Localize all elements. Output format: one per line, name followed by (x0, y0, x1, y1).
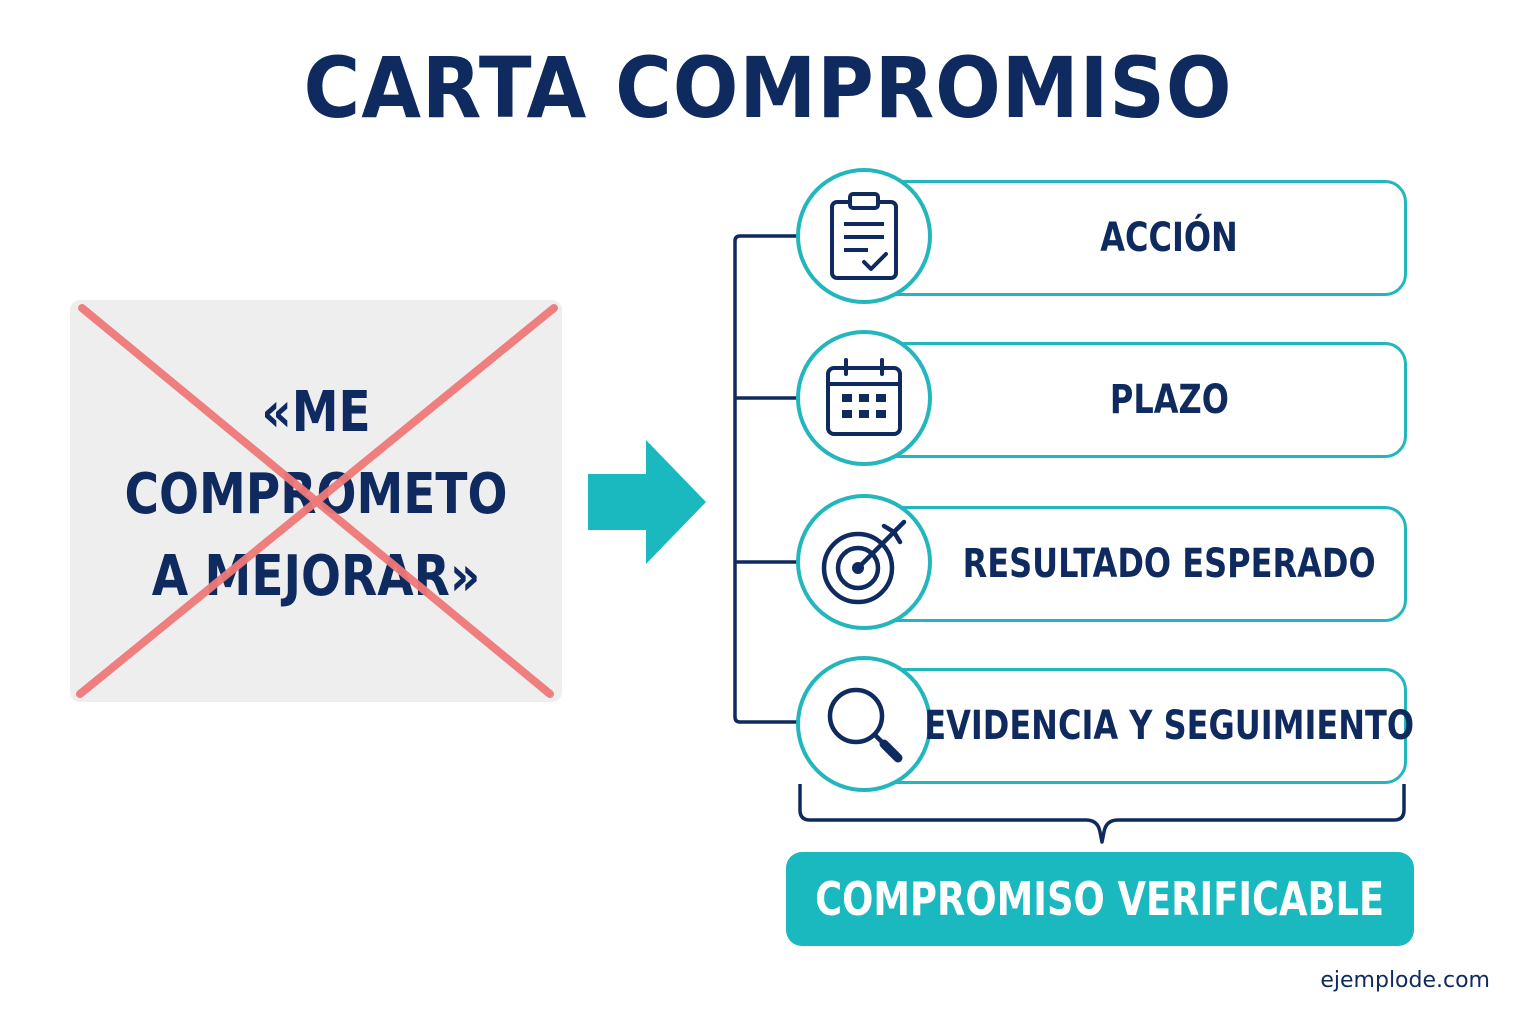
arrow-right-icon (588, 440, 706, 564)
component-icon-circle (796, 656, 932, 792)
component-box (860, 506, 1407, 622)
component-label: EVIDENCIA Y SEGUIMIENTO (924, 703, 1414, 749)
page-title: CARTA COMPROMISO (303, 39, 1233, 137)
connector-lines (733, 234, 802, 724)
target-arrow-icon (821, 519, 907, 605)
vague-statement-line: COMPROMETO (124, 462, 508, 527)
component-label: PLAZO (1109, 377, 1229, 423)
magnifier-icon (827, 687, 903, 763)
cross-out-icon (76, 304, 558, 698)
component-icon-circle (796, 168, 932, 304)
component-icon-circle (796, 330, 932, 466)
outcome-label: COMPROMISO VERIFICABLE (815, 872, 1385, 926)
brace-icon (798, 784, 1406, 844)
component-evidencia-seguimiento: EVIDENCIA Y SEGUIMIENTO (796, 656, 1414, 794)
component-box (860, 668, 1407, 784)
component-resultado-esperado: RESULTADO ESPERADO (796, 494, 1408, 632)
vague-statement-line: «ME (261, 380, 371, 445)
watermark: ejemplode.com (1320, 968, 1490, 993)
component-box (860, 180, 1407, 296)
component-plazo: PLAZO (796, 330, 1408, 468)
vague-statement-text: «ME COMPROMETO A MEJORAR» (109, 372, 522, 618)
component-label: RESULTADO ESPERADO (962, 541, 1376, 587)
vague-statement-box: «ME COMPROMETO A MEJORAR» (70, 300, 562, 702)
vague-statement-line: A MEJORAR» (151, 544, 481, 609)
component-box (860, 342, 1407, 458)
component-icon-circle (796, 494, 932, 630)
calendar-icon (826, 358, 902, 436)
outcome-banner: COMPROMISO VERIFICABLE (786, 852, 1414, 946)
component-label: ACCIÓN (1100, 215, 1238, 261)
component-accion: ACCIÓN (796, 168, 1408, 306)
clipboard-check-icon (830, 192, 898, 280)
